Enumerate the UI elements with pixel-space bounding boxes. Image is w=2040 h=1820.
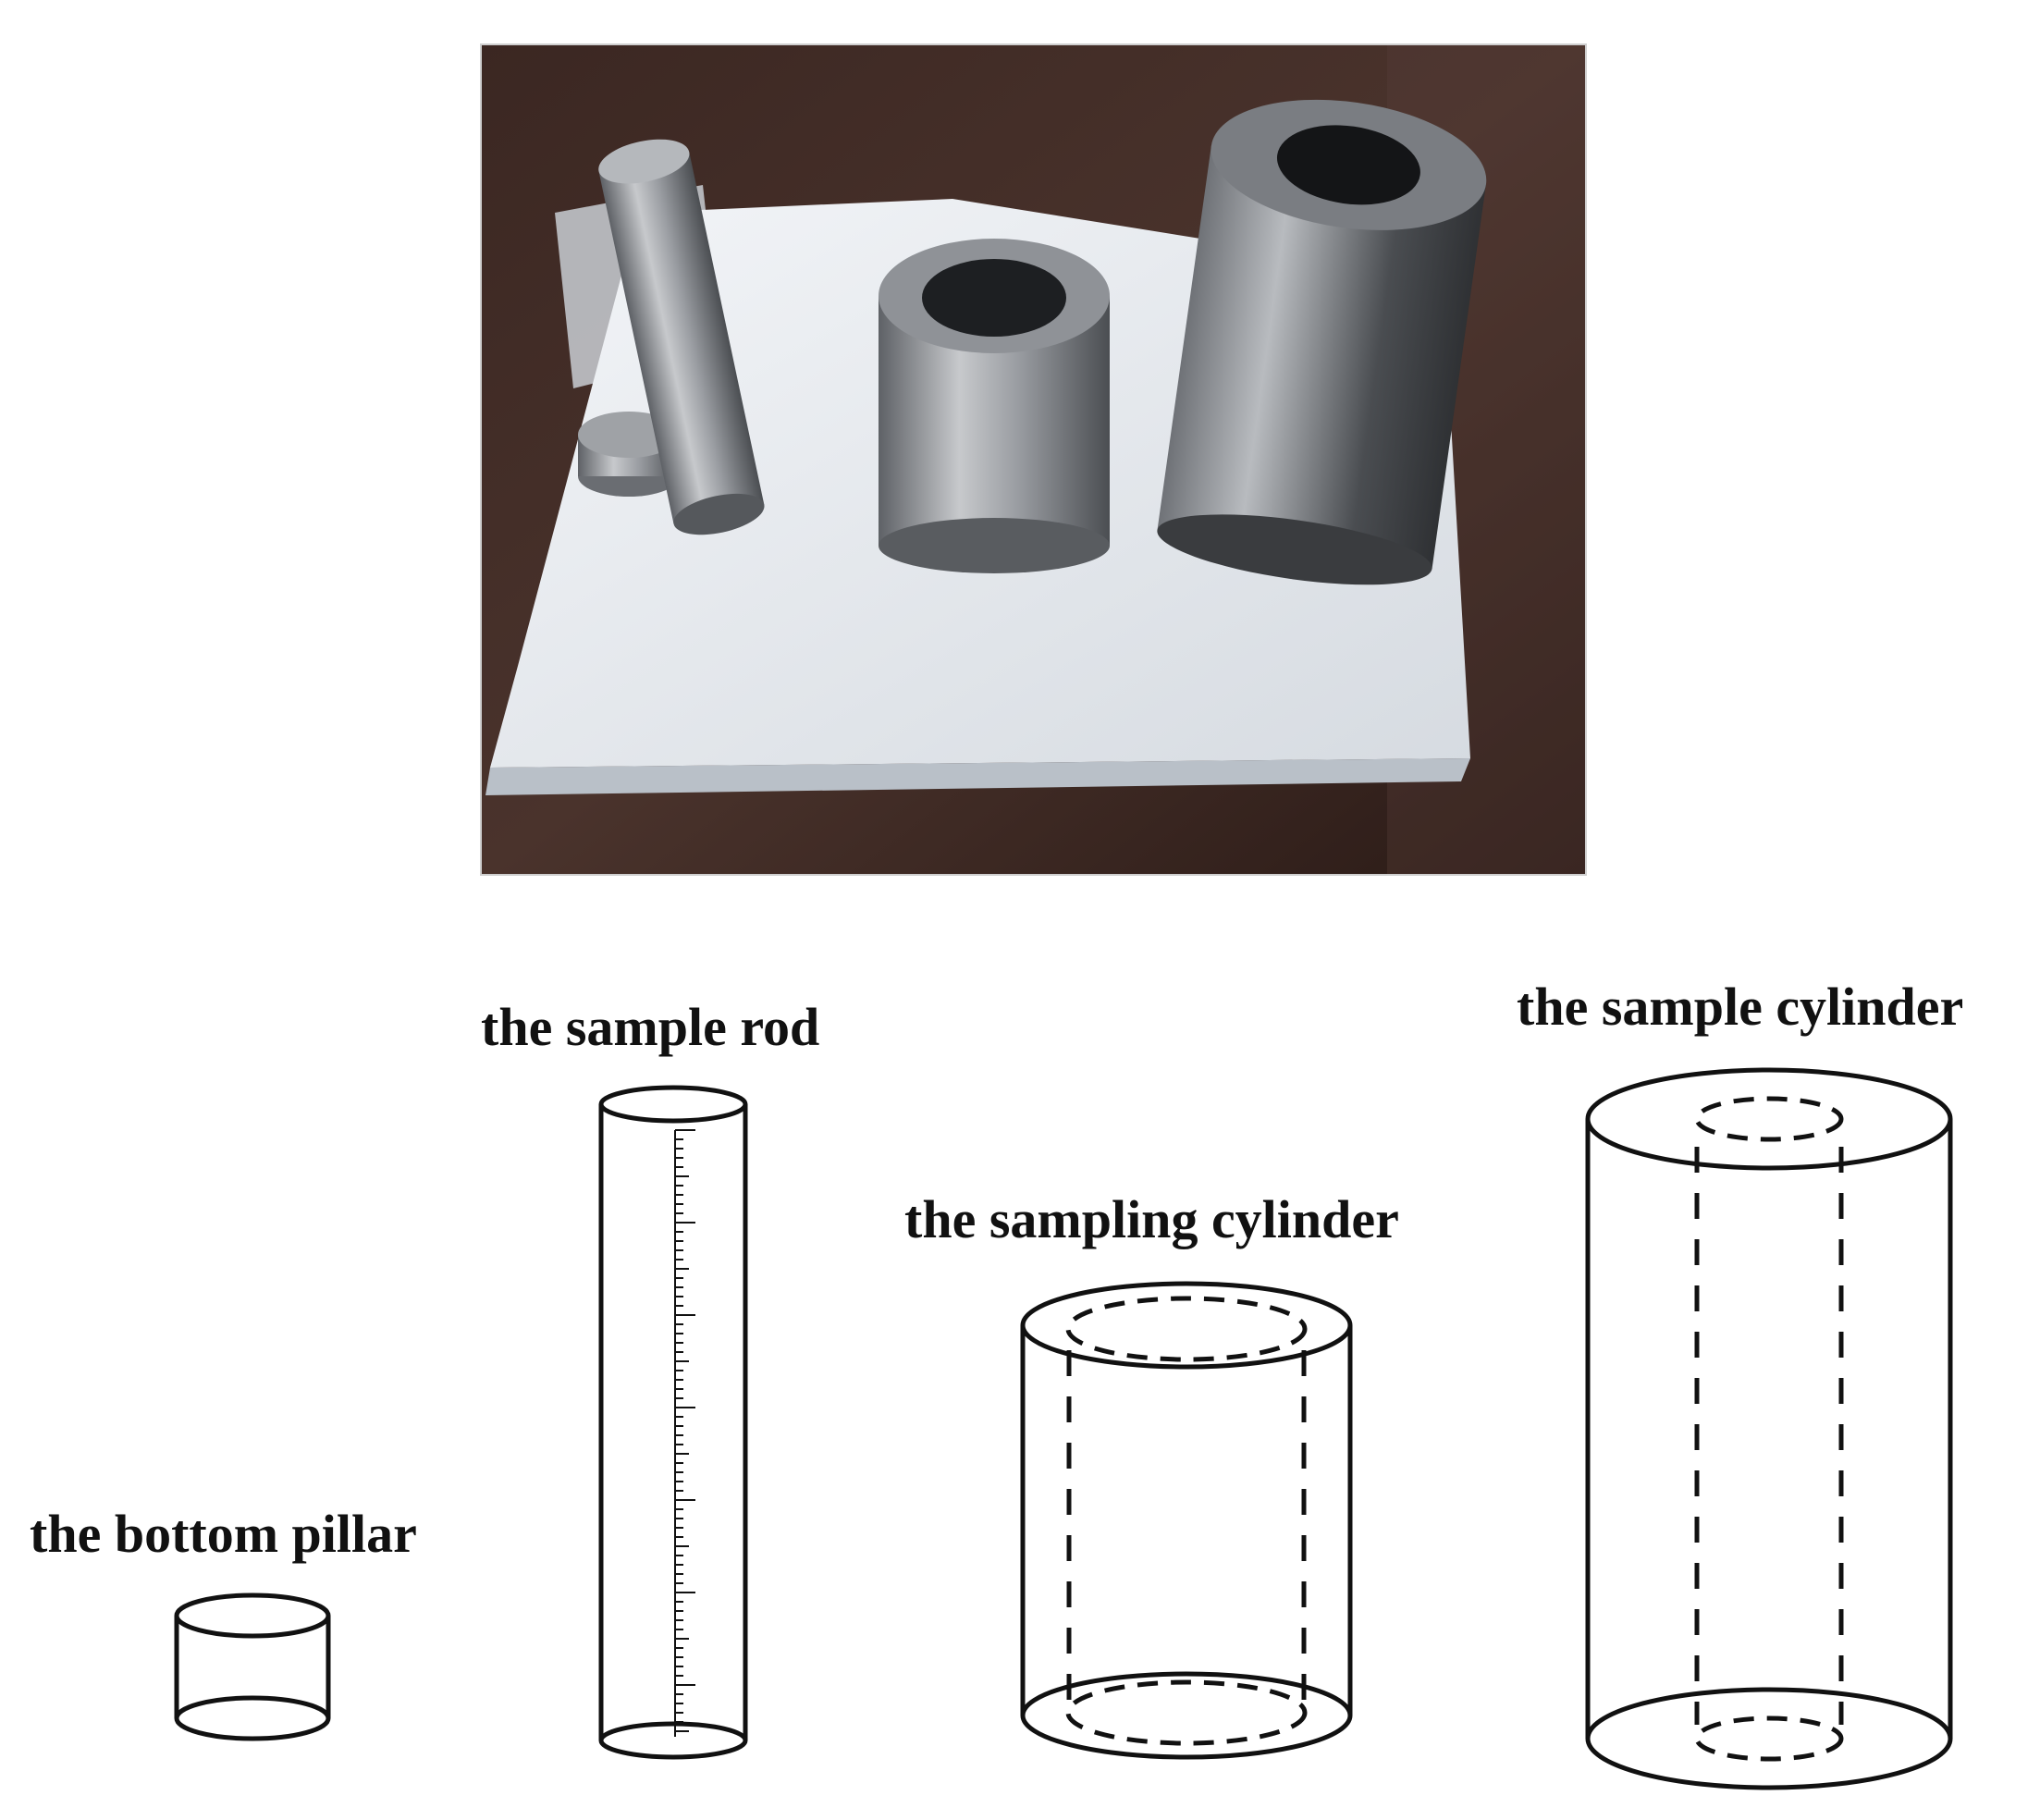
sample-rod-drawing <box>598 1085 748 1760</box>
bottom-pillar-drawing <box>174 1592 331 1741</box>
sample-rod-scale <box>674 1129 695 1737</box>
photo-frame <box>480 43 1587 876</box>
label-sample-rod: the sample rod <box>481 997 819 1057</box>
sampling-cylinder-drawing <box>1020 1281 1353 1760</box>
label-sample-cylinder: the sample cylinder <box>1517 977 1963 1037</box>
sample-cylinder-drawing <box>1585 1067 1953 1790</box>
photo-of-metal-parts-icon <box>481 44 1586 875</box>
label-bottom-pillar: the bottom pillar <box>30 1504 417 1564</box>
label-sampling-cylinder: the sampling cylinder <box>904 1189 1399 1249</box>
